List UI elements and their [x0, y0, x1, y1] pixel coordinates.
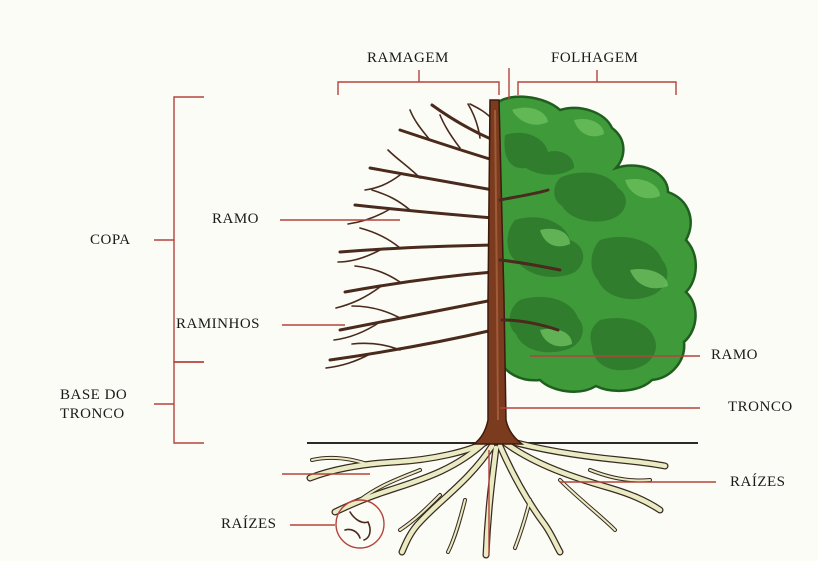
label-ramo-right: RAMO	[711, 347, 758, 364]
label-ramo-left: RAMO	[212, 211, 259, 228]
label-copa: COPA	[90, 232, 131, 249]
label-base-line1: BASE DO	[60, 387, 127, 404]
label-ramagem: RAMAGEM	[367, 50, 449, 67]
label-folhagem: FOLHAGEM	[551, 50, 638, 67]
label-base-line2: TRONCO	[60, 406, 125, 423]
label-tronco: TRONCO	[728, 399, 793, 416]
label-raminhos: RAMINHOS	[176, 316, 260, 333]
label-raizes-left: RAÍZES	[221, 516, 277, 533]
label-raizes-right: RAÍZES	[730, 474, 786, 491]
